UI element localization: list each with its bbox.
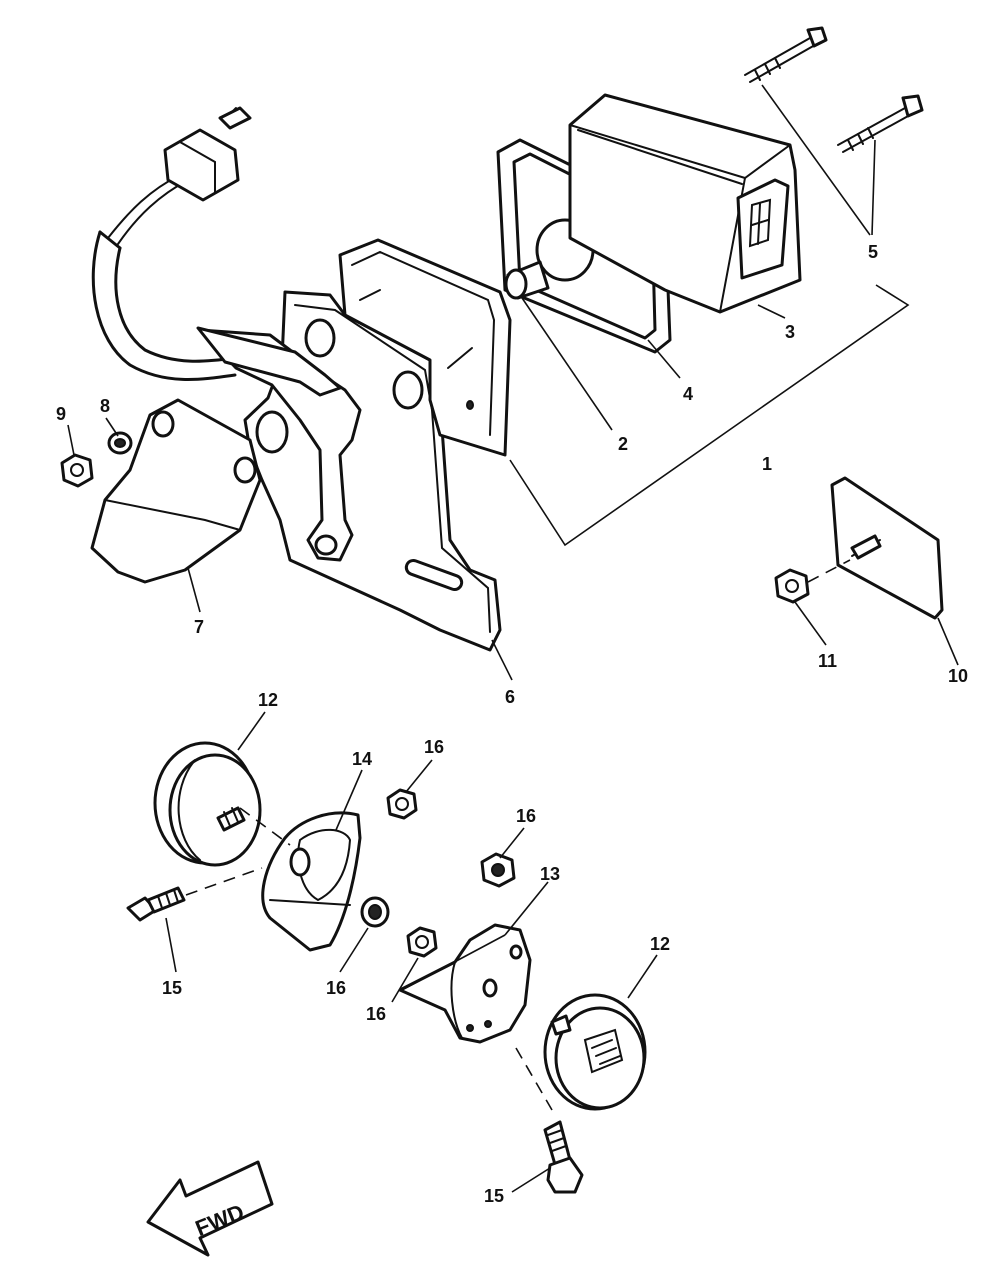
callout-16-upper-right: 16 (516, 806, 536, 826)
callout-3: 3 (785, 322, 795, 342)
nut-11 (774, 568, 810, 604)
callout-13: 13 (540, 864, 560, 884)
leader-lines (67, 84, 959, 1193)
callout-16-lower-left: 16 (326, 978, 346, 998)
turn-signal-right (543, 993, 647, 1111)
callout-8: 8 (100, 396, 110, 416)
grommet (107, 431, 133, 455)
callout-12-right: 12 (650, 934, 670, 954)
turn-signal-left (153, 741, 262, 867)
nut-16-lower-left (360, 896, 390, 928)
callout-15-left: 15 (162, 978, 182, 998)
inner-bracket (196, 326, 362, 562)
callout-9: 9 (56, 404, 66, 424)
nut-16-upper-left (386, 788, 418, 820)
bolt-15-right (543, 1120, 584, 1194)
callout-15-right: 15 (484, 1186, 504, 1206)
callout-14: 14 (352, 749, 372, 769)
connector-plug (163, 106, 252, 202)
nut-9 (60, 453, 94, 488)
lamp-base (338, 238, 512, 457)
lens-cover (568, 93, 802, 314)
callout-12-left: 12 (258, 690, 278, 710)
callout-5: 5 (868, 242, 878, 262)
screw-upper (744, 26, 828, 83)
rear-housing (90, 398, 262, 584)
callout-16-lower-right: 16 (366, 1004, 386, 1024)
callout-10: 10 (948, 666, 968, 686)
wiring-harness (91, 106, 252, 381)
callout-labels: 1 2 3 4 5 6 7 8 9 10 11 12 12 13 14 15 1… (56, 242, 968, 1206)
bolt-15-left (126, 886, 186, 922)
callout-16-upper-left: 16 (424, 737, 444, 757)
callout-1: 1 (762, 454, 772, 474)
screw-lower (837, 94, 924, 153)
callout-7: 7 (194, 617, 204, 637)
callout-2: 2 (618, 434, 628, 454)
bracket-13 (398, 923, 532, 1044)
reflector (830, 476, 944, 620)
nut-16-lower-right (406, 926, 438, 958)
bracket-14 (261, 811, 362, 952)
callout-6: 6 (505, 687, 515, 707)
nut-16-upper-right (480, 852, 516, 888)
callout-4: 4 (683, 384, 693, 404)
callout-11: 11 (818, 651, 837, 671)
fwd-arrow: FWD (146, 1160, 274, 1257)
